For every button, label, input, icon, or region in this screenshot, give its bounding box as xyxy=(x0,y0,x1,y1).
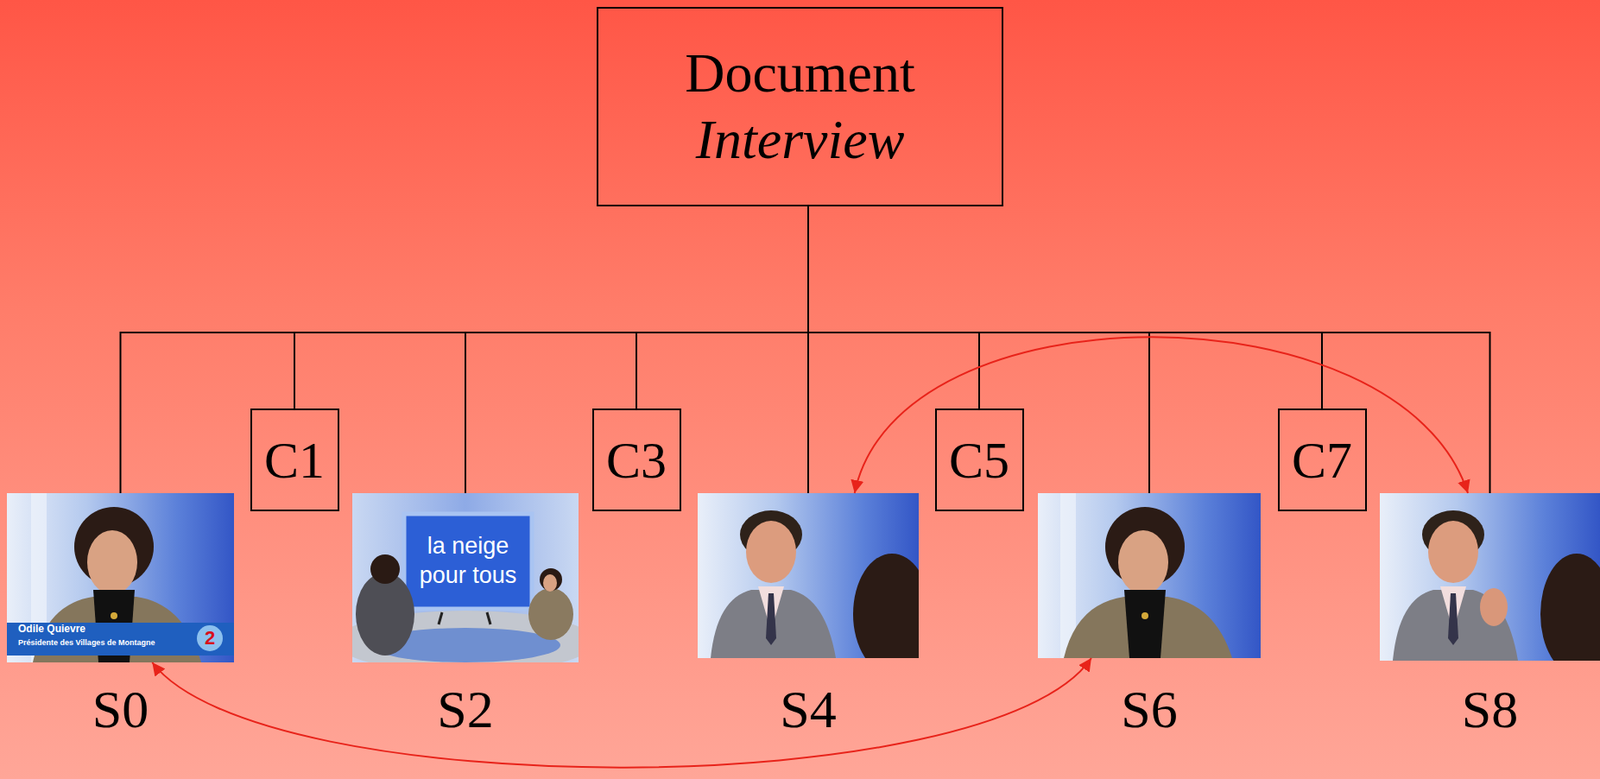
label-anchor: 2 xyxy=(204,626,216,649)
presenter-back xyxy=(355,572,415,656)
tree-connector xyxy=(465,206,809,494)
guest-head-back xyxy=(1540,553,1600,661)
box-title: Document xyxy=(684,40,916,108)
relation-arrow xyxy=(151,657,1092,768)
label-anchor: Odile Quievre xyxy=(18,623,86,636)
caption-title: Présidente des Villages de Montagne xyxy=(18,638,155,647)
tie xyxy=(1448,593,1459,646)
shot-number: S2 xyxy=(352,682,579,736)
necklace xyxy=(1141,612,1149,620)
title-panel xyxy=(404,513,532,609)
box-title: C7 xyxy=(1291,429,1353,492)
shot-frame: S0 xyxy=(6,493,234,663)
box-subtitle: Interview xyxy=(695,107,905,174)
box-title: C5 xyxy=(948,429,1010,492)
studio-background xyxy=(352,493,579,663)
guest-face xyxy=(543,574,557,592)
guest-jacket xyxy=(528,588,574,640)
shot-frame: S6 xyxy=(1037,493,1261,658)
connector-box: C3 xyxy=(592,408,682,512)
microphones xyxy=(438,612,491,625)
presenter-head xyxy=(370,554,400,584)
connector-box: C7 xyxy=(1277,408,1367,512)
tree-connector xyxy=(808,206,1491,494)
box-title: C3 xyxy=(606,429,667,492)
tie xyxy=(765,593,777,646)
programme-title: la neige pour tous xyxy=(407,531,529,591)
face xyxy=(87,530,138,595)
shot-number: S6 xyxy=(1037,682,1261,736)
tree-connector xyxy=(120,206,810,494)
studio-background xyxy=(1037,493,1261,658)
shot-number: S4 xyxy=(697,682,919,736)
face xyxy=(1428,520,1479,583)
face xyxy=(746,520,797,583)
studio-background xyxy=(6,493,234,663)
connector-box: C1 xyxy=(250,408,340,512)
turtleneck xyxy=(1124,589,1166,658)
label-anchor: la neige pour tous xyxy=(404,513,532,609)
tree-connector xyxy=(636,206,809,409)
tree-connector xyxy=(294,206,809,409)
shot-frame: S4 xyxy=(697,493,919,658)
tree-connector xyxy=(808,206,1322,409)
relation-arrow xyxy=(854,336,1468,494)
channel-logo xyxy=(196,625,223,652)
shot-number: S8 xyxy=(1379,682,1600,736)
guest-hair xyxy=(539,568,563,591)
label-anchor: Présidente des Villages de Montagne xyxy=(18,638,155,647)
face xyxy=(1118,530,1169,595)
caption-band xyxy=(6,622,234,656)
tree-connector xyxy=(808,206,1150,494)
suit xyxy=(710,589,836,658)
guest-head-back xyxy=(853,553,919,658)
necklace xyxy=(110,612,118,620)
hand xyxy=(1479,588,1508,627)
document-box: DocumentInterview xyxy=(596,6,1004,207)
box-title: C1 xyxy=(264,429,325,492)
channel-number: 2 xyxy=(204,626,216,649)
shot-frame: S8 xyxy=(1379,493,1600,661)
shot-number: S0 xyxy=(6,682,234,736)
connector-box: C5 xyxy=(935,408,1025,512)
caption-name: Odile Quievre xyxy=(18,623,86,636)
